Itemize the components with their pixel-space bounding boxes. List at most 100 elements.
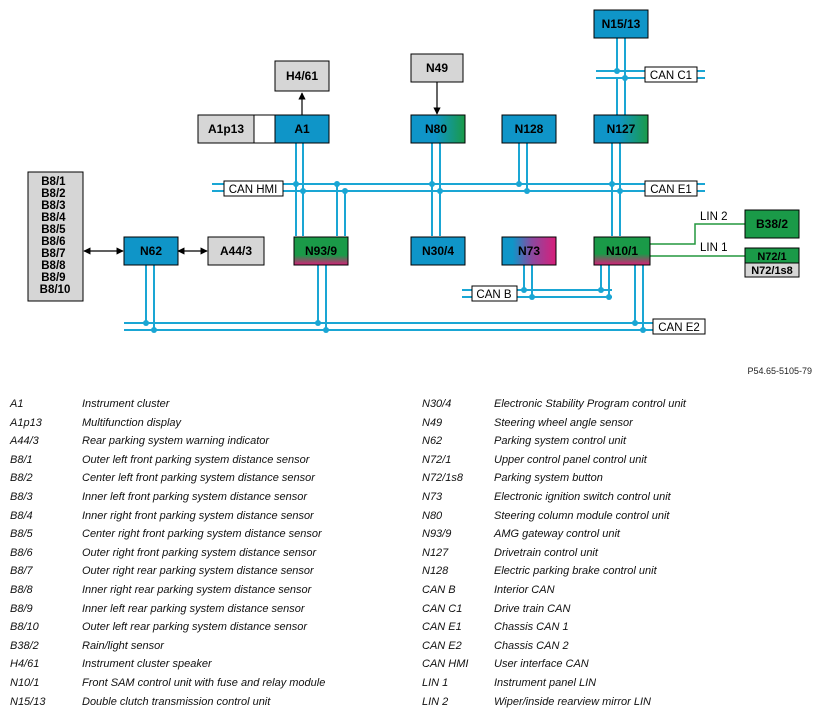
legend-description: Electric parking brake control unit [494,565,657,578]
sensor-label: B8/2 [41,188,65,200]
legend-row: N73 Electronic ignition switch control un… [422,488,822,507]
legend-row: CAN HMI User interface CAN [422,655,822,674]
legend-code: B8/6 [10,546,33,559]
module-h461-label: H4/61 [286,69,318,83]
legend-code: A44/3 [10,435,39,448]
legend-row: B8/9 Inner left rear parking system dista… [10,600,410,619]
legend-description: Outer left rear parking system distance … [82,621,307,634]
legend-code: CAN HMI [422,658,469,671]
legend-description: Electronic ignition switch control unit [494,490,671,503]
legend-description: Double clutch transmission control unit [82,695,271,708]
legend-description: AMG gateway control unit [494,528,620,541]
bus-label-can-hmi-text: CAN HMI [229,184,278,196]
legend-code: B8/5 [10,528,33,541]
lin2-label: LIN 2 [700,211,728,223]
legend-description: Inner left front parking system distance… [82,490,307,503]
legend-description: Chassis CAN 2 [494,639,569,652]
legend-code: N73 [422,490,443,503]
module-n49-label: N49 [426,61,448,75]
bus-label-can-e1-text: CAN E1 [650,184,692,196]
legend-description: Upper control panel control unit [494,453,647,466]
module-n721s8-label: N72/1s8 [751,265,793,277]
sensor-label: B8/9 [41,272,65,284]
legend-description: Center left front parking system distanc… [82,472,315,485]
legend-description: Chassis CAN 1 [494,621,569,634]
legend-code: N127 [422,546,449,559]
sensor-label: B8/10 [40,284,71,296]
legend-description: Interior CAN [494,583,555,596]
bus-label-can-e2-text: CAN E2 [658,322,700,334]
bus-label-can-e2: CAN E2 [652,318,706,335]
module-n721s8: N72/1s8 [744,262,800,278]
module-a443-label: A44/3 [220,244,252,258]
module-a1p13-label: A1p13 [208,122,244,136]
legend-code: LIN 2 [422,695,449,708]
legend-description: Outer left front parking system distance… [82,453,310,466]
legend-description: Parking system control unit [494,435,627,448]
legend-code: B8/8 [10,583,33,596]
legend-description: Steering column module control unit [494,509,670,522]
module-n128-label: N128 [515,122,544,136]
sensor-label: B8/8 [41,260,66,272]
legend-code: B8/10 [10,621,39,634]
bus-label-can-b-text: CAN B [476,289,511,301]
legend-description: Multifunction display [82,416,182,429]
legend-code: N10/1 [10,676,40,689]
module-n721: N72/1 [744,247,800,264]
legend-description: User interface CAN [494,658,589,671]
legend-description: Inner left rear parking system distance … [82,602,305,615]
module-n304: N30/4 [410,236,466,266]
legend-description: Inner right front parking system distanc… [82,509,314,522]
legend-code: N62 [422,435,443,448]
bus-label-can-c1-text: CAN C1 [650,70,692,82]
legend-row: N15/13 Double clutch transmission control… [10,693,410,712]
legend-code: A1p13 [10,416,42,429]
legend-description: Outer right rear parking system distance… [82,565,314,578]
legend-description: Drivetrain control unit [494,546,598,559]
legend-code: N30/4 [422,398,452,410]
legend-code: N15/13 [10,695,46,708]
module-a443: A44/3 [207,236,265,266]
legend-row: N30/4 Electronic Stability Program contro… [422,395,822,414]
module-a1: A1 [253,114,330,144]
arrows [83,82,441,255]
bus-label-can-c1: CAN C1 [644,66,698,83]
module-a1-label: A1 [294,122,310,136]
legend-code: N49 [422,416,443,429]
legend-description: Parking system button [494,472,603,485]
legend-description: Rear parking system warning indicator [82,435,270,448]
legend-code: B8/9 [10,602,33,615]
legend-row: A1p13 Multifunction display [10,414,410,433]
legend-description: Instrument cluster [82,398,170,410]
module-n939: N93/9 [293,236,349,266]
legend-description: Electronic Stability Program control uni… [494,398,686,410]
module-b382-label: B38/2 [756,217,788,231]
legend-description: Instrument panel LIN [494,676,597,689]
legend-code: CAN C1 [422,602,463,615]
module-b382: B38/2 [744,209,800,239]
legend-code: CAN E2 [422,639,462,652]
legend-row: N127 Drivetrain control unit [422,544,822,563]
legend-code: N128 [422,565,449,578]
module-n101-label: N10/1 [606,244,638,258]
legend-row: LIN 2 Wiper/inside rearview mirror LIN [422,693,822,712]
sensor-label: B8/1 [41,176,66,188]
bus-label-can-b: CAN B [471,285,518,302]
legend-description: Wiper/inside rearview mirror LIN [494,695,651,708]
legend-description: Rain/light sensor [82,639,164,652]
module-n62: N62 [123,236,179,266]
